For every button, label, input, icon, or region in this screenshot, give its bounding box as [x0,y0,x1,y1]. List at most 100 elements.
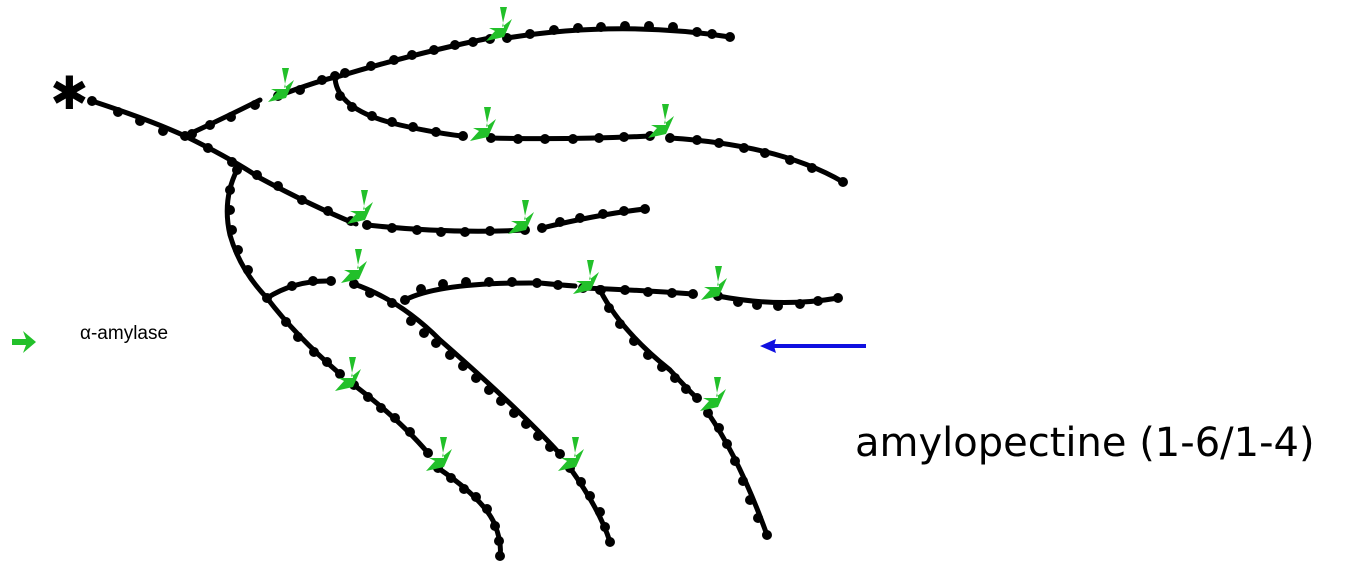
glucose-residue [225,185,235,195]
glucose-residue [335,369,345,379]
glucose-residue [665,133,675,143]
glucose-residue [407,50,417,60]
glucose-residue [629,336,639,346]
glucose-chain-segment [580,285,696,297]
glucose-chain-segment [182,97,263,139]
glucose-residue [412,225,422,235]
glucose-residue [445,350,455,360]
glucose-residue [644,21,654,31]
glucose-residue [232,165,242,175]
glucose-chain-segment [351,281,563,457]
glucose-residue [573,23,583,33]
glucose-residue [113,107,123,117]
glucose-residue [838,177,848,187]
glucose-residue [482,504,492,514]
glucose-residue [692,135,702,145]
glucose-chain-segment [597,287,700,401]
glucose-residue [688,289,698,299]
glucose-chain-segment [264,278,334,301]
glucose-residue [555,449,565,459]
glucose-chain-segment [402,280,578,303]
glucose-residue [389,55,399,65]
glucose-residue [203,143,213,153]
glucose-residue [807,163,817,173]
glucose-residue [335,91,345,101]
glucose-residue [250,100,260,110]
glucose-residue [813,296,823,306]
glucose-residue [446,473,456,483]
glucose-residue [657,362,667,372]
glucose-residue [323,206,333,216]
glucose-residue [225,205,235,215]
legend-arrow-icon [12,331,36,353]
glucose-residue [387,223,397,233]
glucose-residue [545,442,555,452]
glucose-residue [205,120,215,130]
glucose-residue [423,448,433,458]
glucose-residue [640,204,650,214]
glucose-residue [540,134,550,144]
glucose-residue [494,536,504,546]
glucose-residue [461,277,471,287]
glucose-residue [553,280,563,290]
glucose-residue [485,226,495,236]
glucose-residue [496,396,506,406]
green-cleavage-arrow-icon [700,377,726,411]
glucose-residue [484,385,494,395]
glucose-residue [484,277,494,287]
glucose-chain-segment [567,465,613,545]
glucose-residue [575,213,585,223]
glucose-residue [595,285,605,295]
glucose-residue [326,276,336,286]
glucose-residue [349,279,359,289]
glucose-residue [513,134,523,144]
glucose-residue [431,127,441,137]
glucose-residue [752,300,762,310]
glucose-residue [670,373,680,383]
glucose-residue [753,513,763,523]
glucose-residue [533,431,543,441]
glucose-residue [471,373,481,383]
glucose-residue [509,408,519,418]
glucose-residue [322,357,332,367]
glucose-residue [376,403,386,413]
glucose-residue [532,278,542,288]
glucose-residue [419,328,429,338]
glucose-residue [438,279,448,289]
glucose-residue [408,122,418,132]
green-cleavage-arrow-icon [341,249,367,283]
glucose-residue [692,27,702,37]
glucose-residue [598,209,608,219]
glucose-residue [722,439,732,449]
glucose-residue [340,68,350,78]
glucose-residue [795,299,805,309]
glucose-residue [714,138,724,148]
glucose-residue [773,301,783,311]
glucose-residue [507,277,517,287]
glucose-residue [367,111,377,121]
glucose-residue [366,61,376,71]
glucose-residue [365,288,375,298]
glucose-residue [87,96,97,106]
glucose-residue [400,295,410,305]
glucose-chains [89,26,846,559]
glucose-residue [668,22,678,32]
glucose-chain-segment [539,206,648,231]
glucose-residue [362,220,372,230]
glucose-residue [387,298,397,308]
glucose-residue [297,195,307,205]
glucose-residue [619,132,629,142]
molecule-label: amylopectine (1-6/1-4) [855,420,1315,466]
glucose-residue [390,413,400,423]
glucose-residue [745,495,755,505]
green-cleavage-arrow-icon [268,68,294,102]
glucose-residues [87,21,848,561]
glucose-residue [600,522,610,532]
glucose-residue [576,477,586,487]
glucose-residue [619,206,629,216]
glucose-residue [555,217,565,227]
glucose-residue [739,143,749,153]
glucose-residue [643,350,653,360]
glucose-residue [460,227,470,237]
